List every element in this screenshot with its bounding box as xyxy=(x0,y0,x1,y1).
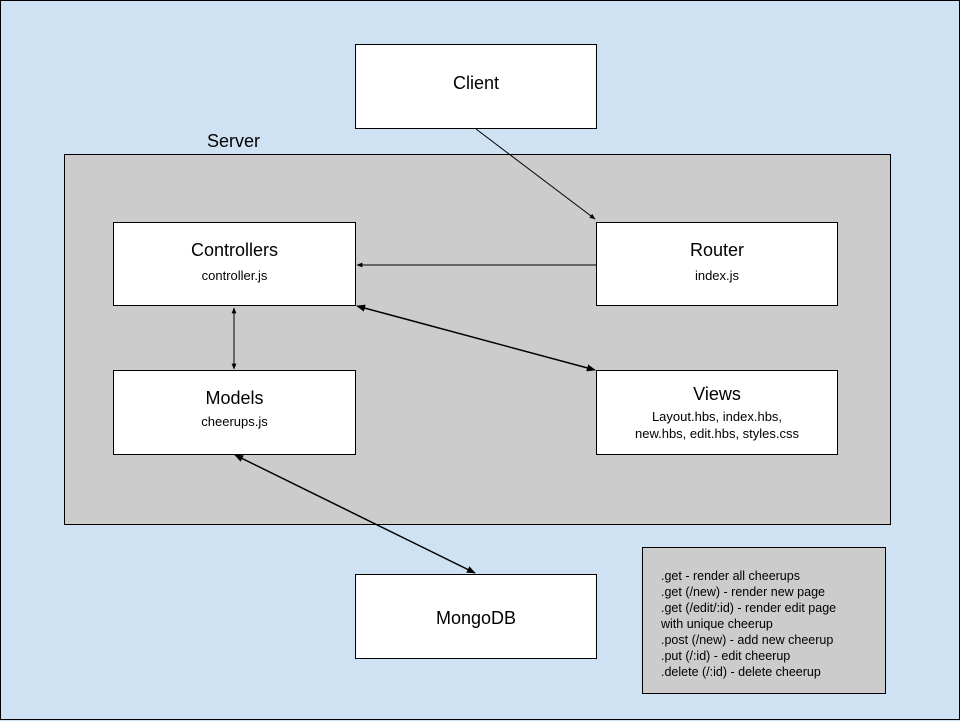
client-title: Client xyxy=(452,73,500,93)
server-container xyxy=(64,154,891,525)
routes-note-line: .delete (/:id) - delete cheerup xyxy=(661,665,821,679)
controllers-title: Controllers xyxy=(190,240,279,260)
controllers-box: Controllers controller.js xyxy=(113,222,356,306)
views-title: Views xyxy=(693,384,741,404)
routes-note-line: .get - render all cheerups xyxy=(661,569,800,583)
routes-note-line: .get (/edit/:id) - render edit page xyxy=(661,601,837,615)
controllers-file: controller.js xyxy=(201,268,268,283)
models-title: Models xyxy=(205,388,264,408)
router-title: Router xyxy=(689,240,745,260)
views-box: Views Layout.hbs, index.hbs, new.hbs, ed… xyxy=(596,370,838,455)
router-box: Router index.js xyxy=(596,222,838,306)
routes-note-line: .put (/:id) - edit cheerup xyxy=(661,649,791,663)
views-files-line1: Layout.hbs, index.hbs, xyxy=(651,409,783,424)
models-file: cheerups.js xyxy=(201,414,268,429)
models-box: Models cheerups.js xyxy=(113,370,356,455)
mongodb-box: MongoDB xyxy=(355,574,597,659)
routes-note-line: .get (/new) - render new page xyxy=(661,585,825,599)
mongodb-title: MongoDB xyxy=(435,608,517,628)
client-box: Client xyxy=(355,44,597,129)
routes-note-line: with unique cheerup xyxy=(661,617,773,631)
routes-note: .get - render all cheerups .get (/new) -… xyxy=(642,547,886,694)
router-file: index.js xyxy=(694,268,740,283)
server-label: Server xyxy=(207,131,261,151)
routes-note-line: .post (/new) - add new cheerup xyxy=(661,633,834,647)
views-files-line2: new.hbs, edit.hbs, styles.css xyxy=(634,426,800,441)
